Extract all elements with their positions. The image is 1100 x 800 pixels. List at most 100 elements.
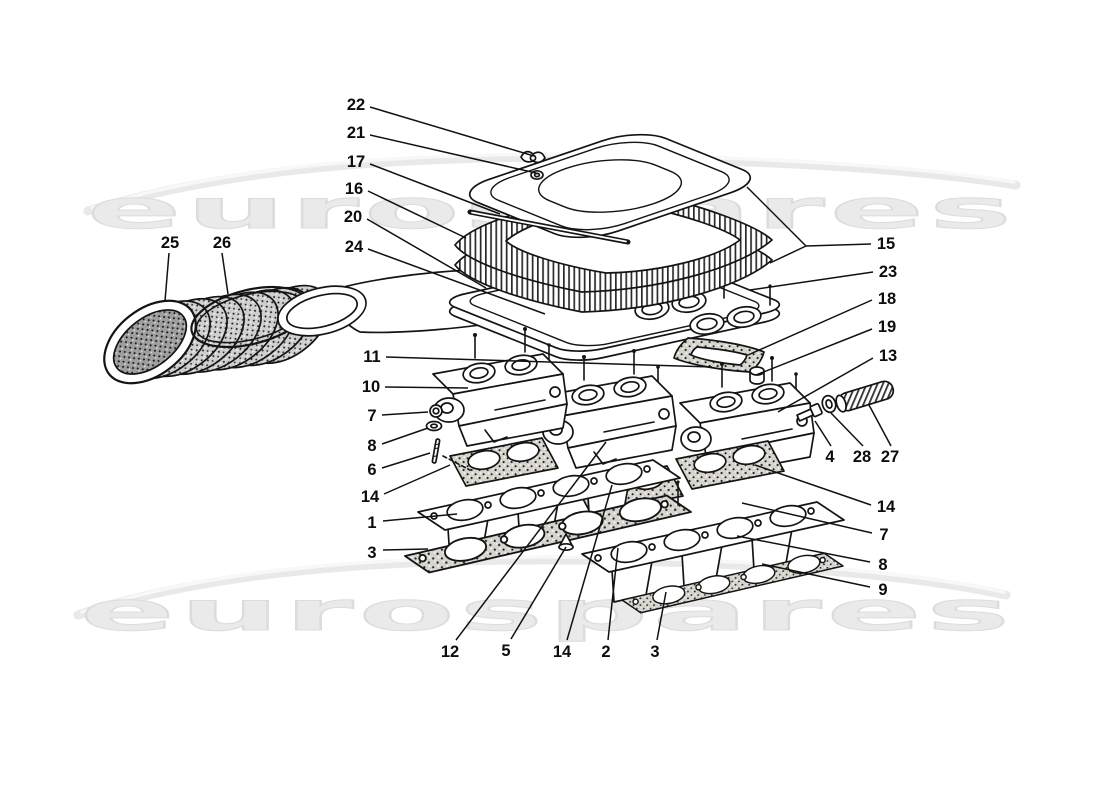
part-callout-23: 23 <box>749 263 897 291</box>
leader-line-20 <box>366 218 487 289</box>
part-number-label: 7 <box>879 526 888 544</box>
seal-washer <box>821 394 837 414</box>
stud-small <box>676 480 680 506</box>
leader-line-3 <box>656 591 667 641</box>
part-callout-12: 12 <box>441 441 607 661</box>
part-number-label: 20 <box>344 208 362 226</box>
part-number-label: 6 <box>367 461 376 479</box>
leader-line-22 <box>369 106 535 157</box>
leader-line-6 <box>381 452 431 469</box>
part-callout-2: 2 <box>601 547 619 661</box>
leader-line-17 <box>369 163 501 215</box>
cover-gasket <box>673 337 765 373</box>
part-number-label: 9 <box>878 581 887 599</box>
part-callout-19: 19 <box>755 318 896 376</box>
part-callout-9: 9 <box>761 563 888 599</box>
part-number-label: 7 <box>367 407 376 425</box>
part-callout-17: 17 <box>347 153 501 215</box>
leader-line-21 <box>369 134 537 174</box>
leader-line-3 <box>382 548 429 551</box>
part-callout-27: 27 <box>868 404 899 466</box>
part-callout-6: 6 <box>367 452 431 479</box>
part-callout-21: 21 <box>347 124 537 174</box>
part-number-label: 22 <box>347 96 365 114</box>
leader-line-5 <box>510 546 567 640</box>
leader-line-15 <box>746 186 807 247</box>
insulator-bushing <box>749 366 765 385</box>
part-number-label: 14 <box>361 488 380 506</box>
leader-line-27 <box>868 404 892 447</box>
part-number-label: 14 <box>553 643 572 661</box>
part-number-label: 13 <box>879 347 897 365</box>
part-number-label: 27 <box>881 448 899 466</box>
part-callout-14: 14 <box>361 464 451 506</box>
part-number-label: 18 <box>878 290 896 308</box>
part-number-label: 8 <box>878 556 887 574</box>
part-callout-13: 13 <box>777 347 897 413</box>
part-callout-20: 20 <box>344 208 487 289</box>
part-callout-26: 26 <box>213 234 231 295</box>
watermark-bottom: eurospares <box>73 555 1015 644</box>
part-callout-25: 25 <box>161 234 179 302</box>
part-callout-8: 8 <box>736 535 888 574</box>
leader-line-16 <box>367 190 467 239</box>
leader-line-12 <box>455 441 607 641</box>
leader-line-8 <box>381 427 429 445</box>
leader-line-23 <box>749 271 874 291</box>
part-number-label: 21 <box>347 124 365 142</box>
part-number-label: 17 <box>347 153 365 171</box>
leader-line-14 <box>754 464 872 506</box>
part-number-label: 25 <box>161 234 179 252</box>
watermark-text-bottom: eurospares <box>80 580 1015 643</box>
part-callout-8: 8 <box>367 427 429 455</box>
part-callout-10: 10 <box>362 378 469 396</box>
part-number-label: 1 <box>367 514 376 532</box>
part-number-label: 11 <box>363 348 380 366</box>
part-callout-7: 7 <box>367 407 429 425</box>
fuel-hose <box>835 380 895 413</box>
part-number-label: 4 <box>825 448 835 466</box>
stud-nut <box>429 404 443 418</box>
leader-line-7 <box>381 411 429 416</box>
leader-line-11 <box>385 356 713 368</box>
part-callout-18: 18 <box>747 290 896 356</box>
stud <box>431 438 441 464</box>
leader-line-10 <box>384 386 469 389</box>
intake-hose <box>103 284 330 385</box>
part-callout-15: 15 <box>746 186 895 264</box>
part-callout-14: 14 <box>754 464 896 516</box>
part-number-label: 3 <box>650 643 659 661</box>
part-callout-16: 16 <box>345 180 467 239</box>
part-callout-5: 5 <box>501 546 567 660</box>
part-number-label: 2 <box>601 643 610 661</box>
part-callout-11: 11 <box>363 348 713 368</box>
leader-line-25 <box>164 252 170 302</box>
leader-line-8 <box>736 535 871 563</box>
part-number-label: 15 <box>877 235 895 253</box>
leader-line-7 <box>741 502 873 534</box>
part-number-label: 10 <box>362 378 380 396</box>
part-number-label: 14 <box>877 498 896 516</box>
part-number-label: 5 <box>501 642 510 660</box>
air-cleaner-lid <box>452 128 768 244</box>
part-callout-22: 22 <box>347 96 535 157</box>
leader-line-18 <box>747 299 873 356</box>
part-callout-3: 3 <box>650 591 667 661</box>
part-callout-24: 24 <box>345 238 546 315</box>
part-number-label: 24 <box>345 238 364 256</box>
part-callout-7: 7 <box>741 502 889 544</box>
leader-line-24 <box>367 248 546 315</box>
leader-line-15 <box>769 245 807 264</box>
leader-line-19 <box>755 328 873 376</box>
leader-line-14 <box>566 484 613 641</box>
part-number-label: 12 <box>441 643 459 661</box>
leader-line-26 <box>221 252 229 295</box>
part-callout-28: 28 <box>830 412 871 466</box>
leader-line-9 <box>761 563 871 588</box>
banjo-bolt <box>796 402 823 422</box>
part-callout-14: 14 <box>553 484 613 661</box>
leader-line-13 <box>777 357 874 413</box>
assembly-axis-dashed <box>442 455 471 471</box>
